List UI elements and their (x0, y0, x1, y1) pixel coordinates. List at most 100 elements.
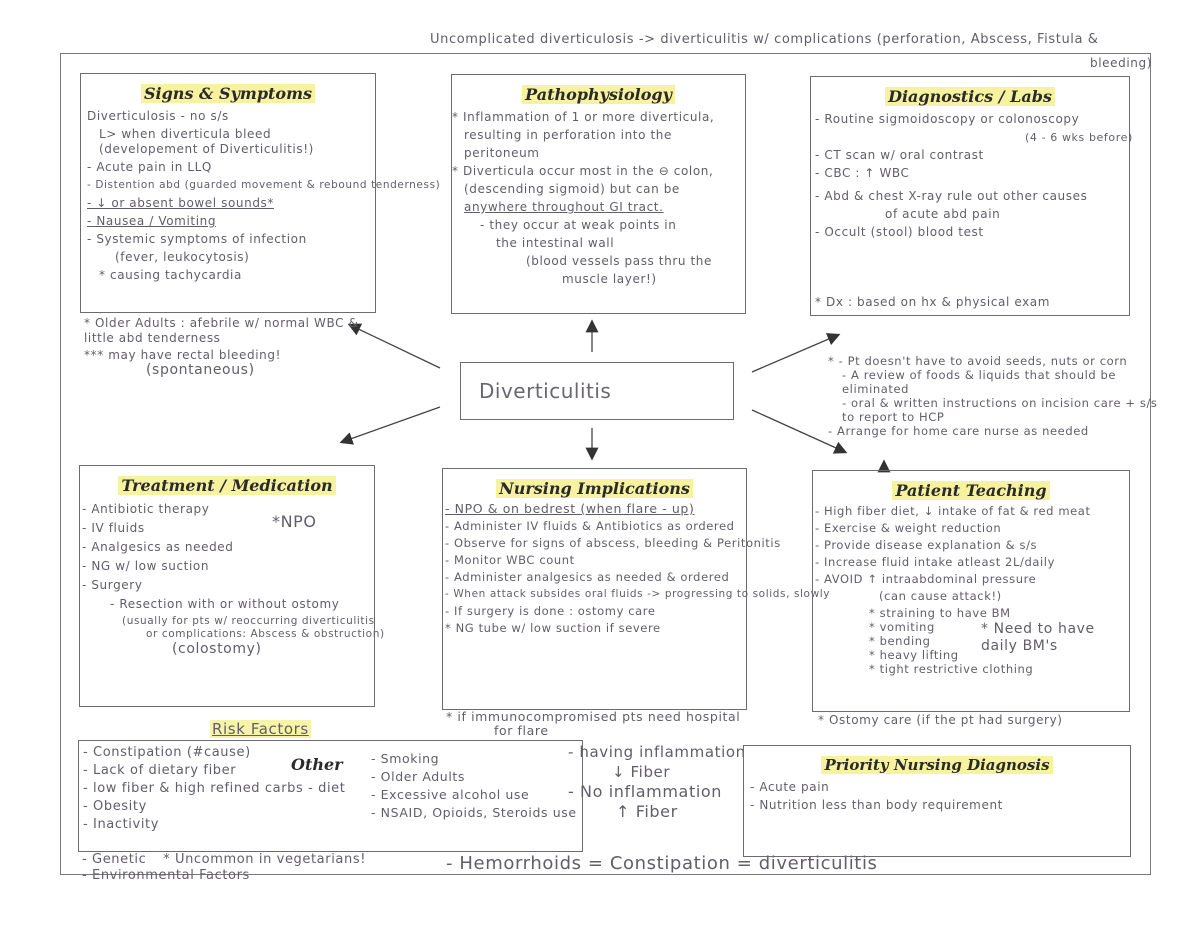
teaching-list: - High fiber diet, ↓ intake of fat & red… (815, 504, 1129, 676)
signs-line: * causing tachycardia (99, 268, 242, 282)
diag-line: (4 - 6 wks before) (1025, 131, 1133, 144)
top-note-line1: Uncomplicated diverticulosis -> divertic… (430, 32, 1099, 47)
nursing-line: - Administer analgesics as needed & orde… (445, 570, 730, 584)
patho-line: muscle layer!) (562, 272, 657, 286)
teaching-box: Patient Teaching - High fiber diet, ↓ in… (812, 470, 1130, 712)
patho-line: * Diverticula occur most in the ⊖ colon, (452, 164, 714, 178)
patho-line: anywhere throughout GI tract. (464, 200, 664, 214)
signs-title: Signs & Symptoms (81, 84, 375, 103)
signs-line: (fever, leukocytosis) (115, 250, 250, 264)
diag-line: - Abd & chest X-ray rule out other cause… (815, 189, 1088, 203)
signs-line: - Systemic symptoms of infection (87, 232, 307, 246)
teaching-ostomy-note: * Ostomy care (if the pt had surgery) (818, 713, 1063, 727)
risk-item: - Older Adults (371, 769, 466, 784)
outer-frame (60, 53, 1151, 875)
nursing-box: Nursing Implications - NPO & on bedrest … (442, 468, 829, 710)
nursing-list: - NPO & on bedrest (when flare - up) - A… (445, 501, 829, 636)
treatment-line: (usually for pts w/ reoccurring divertic… (122, 615, 375, 627)
signs-list: Diverticulosis - no s/s L> when divertic… (87, 109, 441, 283)
patho-line: - they occur at weak points in (480, 218, 677, 232)
nursing-line: * NG tube w/ low suction if severe (445, 621, 661, 635)
patho-box: Pathophysiology * Inflammation of 1 or m… (451, 74, 746, 314)
treatment-box: Treatment / Medication - Antibiotic ther… (79, 465, 385, 707)
teaching-line: - Exercise & weight reduction (815, 521, 1002, 535)
nursing-line: - NPO & on bedrest (when flare - up) (445, 501, 695, 516)
risk-right-list: - Smoking - Older Adults - Excessive alc… (371, 751, 577, 823)
patho-title: Pathophysiology (452, 85, 745, 104)
risk-item: - Obesity (83, 799, 147, 814)
nursing-notes: * if immunocompromised pts need hospital… (446, 710, 740, 738)
teaching-note: - Arrange for home care nurse as needed (828, 424, 1089, 438)
diag-list: - Routine sigmoidoscopy or colonoscopy (… (815, 112, 1133, 240)
risk-item: - Smoking (371, 751, 440, 766)
signs-line: - Distention abd (guarded movement & reb… (87, 179, 441, 191)
fiber-note-high: ↑ Fiber (616, 802, 678, 821)
risk-other-label: Other (291, 755, 343, 774)
teaching-notes: * - Pt doesn't have to avoid seeds, nuts… (828, 354, 1158, 438)
hemorrhoids-note: - Hemorrhoids = Constipation = diverticu… (446, 853, 878, 874)
teaching-line: - AVOID ↑ intraabdominal pressure (815, 572, 1037, 586)
teaching-line: * heavy lifting (869, 648, 959, 662)
treatment-line: - Surgery (82, 578, 143, 592)
priority-line: - Nutrition less than body requirement (750, 798, 1003, 812)
nursing-line: - Observe for signs of abscess, bleeding… (445, 536, 781, 550)
treatment-title: Treatment / Medication (80, 476, 374, 495)
risk-outside: - Genetic * Uncommon in vegetarians! - E… (82, 852, 366, 884)
treatment-line: or complications: Abscess & obstruction) (146, 628, 385, 640)
signs-note-bleeding: *** may have rectal bleeding! (84, 348, 281, 362)
diag-line: - CT scan w/ oral contrast (815, 148, 984, 162)
risk-item: - Constipation (#cause) (83, 745, 251, 760)
teaching-note: - oral & written instructions on incisio… (842, 396, 1158, 424)
risk-box: - Constipation (#cause) - Lack of dietar… (78, 740, 583, 852)
teaching-title: Patient Teaching (813, 481, 1129, 500)
patho-line: the intestinal wall (496, 236, 615, 250)
top-note-line2: bleeding) (1090, 56, 1152, 70)
nursing-note: for flare (494, 723, 549, 738)
treatment-line: - NG w/ low suction (82, 559, 210, 573)
center-box: Diverticulitis (460, 362, 734, 420)
priority-list: - Acute pain - Nutrition less than body … (750, 780, 1130, 813)
signs-line: Diverticulosis - no s/s (87, 109, 229, 123)
nursing-line: - Monitor WBC count (445, 553, 575, 567)
risk-item: - NSAID, Opioids, Steroids use (371, 805, 577, 820)
nursing-title: Nursing Implications (443, 479, 746, 498)
teaching-line: (can cause attack!) (879, 589, 1002, 603)
teaching-bm-note: * Need to have daily BM's (981, 621, 1095, 654)
patho-line: (descending sigmoid) but can be (464, 182, 680, 196)
diag-title: Diagnostics / Labs (811, 87, 1129, 106)
teaching-line: - Increase fluid intake atleast 2L/daily (815, 555, 1056, 569)
signs-line: - Nausea / Vomiting (87, 214, 217, 228)
treatment-npo: *NPO (272, 512, 317, 531)
teaching-line: * tight restrictive clothing (869, 662, 1034, 676)
teaching-line: - High fiber diet, ↓ intake of fat & red… (815, 504, 1091, 518)
nursing-line: - If surgery is done : ostomy care (445, 604, 656, 618)
treatment-line: - Resection with or without ostomy (110, 597, 340, 611)
risk-item: - Excessive alcohol use (371, 787, 530, 802)
signs-box: Signs & Symptoms Diverticulosis - no s/s… (80, 73, 441, 313)
signs-note-older: * Older Adults : afebrile w/ normal WBC … (84, 316, 359, 345)
patho-list: * Inflammation of 1 or more diverticula,… (452, 110, 745, 287)
diag-line: - CBC : ↑ WBC (815, 166, 910, 180)
top-note: Uncomplicated diverticulosis -> divertic… (430, 32, 1099, 47)
risk-item: - Lack of dietary fiber (83, 763, 237, 778)
treatment-line: (colostomy) (172, 641, 262, 657)
nursing-note: * if immunocompromised pts need hospital (446, 709, 741, 724)
risk-environmental: - Environmental Factors (82, 868, 250, 883)
patho-line: resulting in perforation into the (464, 128, 672, 142)
teaching-line: - Provide disease explanation & s/s (815, 538, 1038, 552)
fiber-note-low: ↓ Fiber (612, 763, 671, 781)
risk-item: - Inactivity (83, 817, 160, 832)
signs-notes: * Older Adults : afebrile w/ normal WBC … (84, 316, 374, 378)
diag-line: of acute abd pain (885, 207, 1001, 221)
patho-line: (blood vessels pass thru the (526, 254, 712, 268)
priority-line: - Acute pain (750, 780, 830, 794)
treatment-list: - Antibiotic therapy - IV fluids - Analg… (82, 501, 385, 657)
fiber-note-no-inflammation: - No inflammation (568, 782, 722, 801)
teaching-line: * straining to have BM (869, 606, 1011, 620)
risk-heading: Risk Factors (210, 720, 311, 738)
diag-footer: * Dx : based on hx & physical exam (815, 295, 1051, 309)
signs-line: - ↓ or absent bowel sounds* (87, 196, 275, 210)
fiber-notes: - having inflammation ↓ Fiber - No infla… (568, 742, 746, 822)
teaching-note: * - Pt doesn't have to avoid seeds, nuts… (828, 354, 1128, 368)
teaching-line: * bending (869, 634, 931, 648)
